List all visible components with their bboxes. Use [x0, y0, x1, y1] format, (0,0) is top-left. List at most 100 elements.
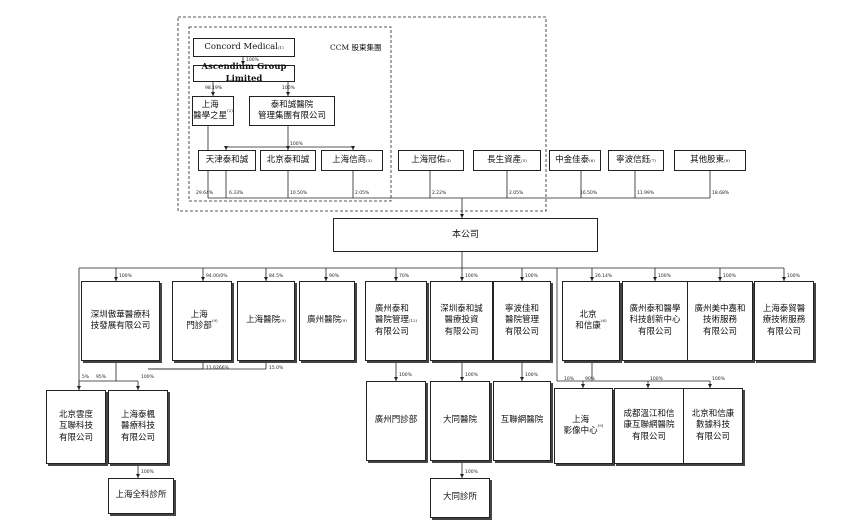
shanghai-imaging-note: (9): [597, 423, 604, 429]
pct-c-ningbo: 100%: [525, 274, 538, 279]
changsheng-label: 長生資產: [487, 154, 522, 165]
shanghai-imaging-box: 上海 影像中心(9): [554, 388, 613, 464]
concord-medical-box: Concord Medical(1): [193, 38, 295, 57]
pct-ningbo: 11.99%: [637, 191, 655, 196]
guangzhou-thc-mgmt-note: (12): [408, 318, 418, 324]
pct-chengdu: 100%: [650, 377, 663, 382]
ningbo-xinzhu-note: (7): [650, 157, 656, 163]
ningbo-xinzhu-box: 寧波信鈺(7): [608, 150, 664, 171]
shanghai-hospital-box: 上海醫院(9): [237, 281, 295, 361]
pct-asc-star: 98.19%: [205, 86, 223, 91]
shanghai-clinic-label: 上海 門診部: [186, 309, 212, 331]
pct-concord-asc: 100%: [246, 58, 259, 63]
company-label: 本公司: [451, 229, 479, 240]
other-shareholders-note: (8): [724, 157, 730, 163]
ningbo-xinzhu-label: 寧波信鈺: [616, 154, 651, 165]
guangzhou-meizhong-box: 廣州美中嘉和 技術服務 有限公司: [687, 281, 753, 361]
pct-general-clinic: 100%: [141, 470, 154, 475]
ningbo-jiahe-label: 寧波佳和 醫院管理 有限公司: [504, 303, 539, 337]
datong-clinic-box: 大同診所: [430, 478, 490, 518]
zhongjin-note: (6): [589, 157, 595, 163]
pct-c-sh-hosp: 84.5%: [269, 274, 284, 279]
beijing-hexinkang-box: 北京 和信康(6): [562, 281, 620, 361]
pct-gz-clinic: 100%: [399, 373, 412, 378]
ascendium-box: Ascendium Group Limited: [193, 62, 295, 84]
guangzhou-thc-tech-box: 廣州泰和醫學 科技創新中心 有限公司: [622, 281, 688, 361]
ningbo-jiahe-box: 寧波佳和 醫院管理 有限公司: [493, 281, 551, 361]
pct-c-gz-hosp: 90%: [329, 274, 340, 279]
shanghai-star-note: (2): [227, 108, 233, 114]
pct-imaging-90: 90%: [585, 377, 596, 382]
ccm-outer-dashed-box: [177, 16, 547, 212]
pct-xinan: 2.05%: [355, 191, 370, 196]
concord-label: Concord Medical: [204, 41, 278, 52]
shanghai-hospital-note: (9): [280, 318, 286, 324]
shanghai-star-label: 上海 醫學之星: [193, 99, 228, 121]
ccm-group-label: CCM 股東集團: [330, 43, 382, 52]
shanghai-general-clinic-label: 上海全科診所: [115, 490, 167, 501]
shanghai-xinan-box: 上海信商(3): [321, 150, 383, 171]
shanghai-taimao-box: 上海泰貿醫 療技術服務 有限公司: [754, 281, 814, 361]
datong-clinic-label: 大同診所: [442, 492, 477, 503]
tai-he-cheng-group-label: 泰和誠醫院 管理集團有限公司: [257, 99, 326, 121]
datong-hospital-label: 大同醫院: [442, 415, 477, 426]
shanghai-clinic-note: (9): [211, 318, 218, 324]
shenzhen-aoyuan-label: 深圳傲華醫療科 技發展有限公司: [90, 309, 151, 331]
guangzhou-thc-mgmt-box: 廣州泰和 醫院管理 有限公司(12): [365, 281, 427, 361]
guangzhou-meizhong-label: 廣州美中嘉和 技術服務 有限公司: [694, 303, 746, 337]
pct-c-gz-mz: 100%: [723, 274, 736, 279]
pct-c-sz-invest: 100%: [465, 274, 478, 279]
shanghai-xinan-note: (3): [366, 157, 372, 163]
pct-imaging-10: 10%: [564, 377, 575, 382]
guangzhou-hospital-box: 廣州醫院(9): [299, 281, 355, 361]
shanghai-guanyou-box: 上海冠佑(4): [398, 150, 464, 171]
ascendium-label: Ascendium Group Limited: [201, 62, 287, 84]
shanghai-taifeng-label: 上海泰楓 醫療科技 有限公司: [120, 409, 155, 443]
shanghai-guanyou-note: (4): [445, 157, 451, 163]
hulian-hospital-box: 互聯網醫院: [493, 381, 551, 461]
shenzhen-aoyuan-box: 深圳傲華醫療科 技發展有限公司: [81, 281, 160, 361]
zhongjin-label: 中金佳泰: [555, 154, 590, 165]
beijing-yundu-box: 北京雲度 互聯科技 有限公司: [46, 390, 106, 464]
shanghai-clinic-box: 上海 門診部(9): [172, 281, 232, 361]
pct-c-bj-hxk: 26.14%: [595, 274, 613, 279]
tai-he-cheng-group-box: 泰和誠醫院 管理集團有限公司: [249, 96, 335, 126]
guangzhou-clinic-box: 廣州門診部: [366, 381, 426, 461]
tianjin-box: 天津泰和誠: [198, 150, 256, 171]
guangzhou-clinic-label: 廣州門診部: [374, 415, 418, 426]
changsheng-box: 長生資產(5): [473, 150, 541, 171]
pct-c-gz-tech: 100%: [658, 274, 671, 279]
hulian-hospital-label: 互聯網醫院: [500, 415, 544, 426]
pct-thc-subs: 100%: [290, 142, 303, 147]
pct-beijing: 10.50%: [290, 191, 308, 196]
shanghai-taimao-label: 上海泰貿醫 療技術服務 有限公司: [762, 303, 806, 337]
pct-datong: 100%: [465, 373, 478, 378]
beijing-thc-label: 北京泰和誠: [266, 154, 310, 165]
concord-note: (1): [277, 44, 284, 50]
pct-yundu-5: 5%: [82, 375, 90, 380]
shanghai-imaging-label: 上海 影像中心: [563, 414, 598, 436]
tianjin-label: 天津泰和誠: [205, 154, 249, 165]
chengdu-wenjiang-label: 成都溫江和信 康互聯網醫院 有限公司: [623, 408, 675, 442]
beijing-hxk-data-label: 北京和信康 數據科技 有限公司: [691, 408, 735, 442]
pct-taifeng: 100%: [141, 375, 154, 380]
ccm-inner-dashed-box: [188, 26, 392, 202]
guangzhou-hospital-note: (9): [341, 318, 347, 324]
pct-star: 6.33%: [229, 191, 244, 196]
pct-other: 18.68%: [712, 191, 730, 196]
pct-hxk-data: 100%: [712, 377, 725, 382]
shanghai-hospital-label: 上海醫院: [246, 315, 281, 326]
pct-changsheng: 2.05%: [509, 191, 524, 196]
changsheng-note: (5): [521, 157, 527, 163]
pct-zhongjin: 16.50%: [580, 191, 598, 196]
pct-tianjin: 29.64%: [196, 191, 214, 196]
other-shareholders-box: 其他股東(8): [674, 150, 746, 171]
pct-yundu-95: 95%: [96, 375, 107, 380]
beijing-thc-box: 北京泰和誠: [260, 150, 316, 171]
pct-c-shenzhen: 100%: [119, 274, 132, 279]
beijing-yundu-label: 北京雲度 互聯科技 有限公司: [58, 409, 93, 443]
pct-c-sh-tm: 100%: [787, 274, 800, 279]
pct-hosp-extra: 15.0%: [269, 366, 284, 371]
beijing-hxk-data-box: 北京和信康 數據科技 有限公司: [683, 388, 743, 464]
